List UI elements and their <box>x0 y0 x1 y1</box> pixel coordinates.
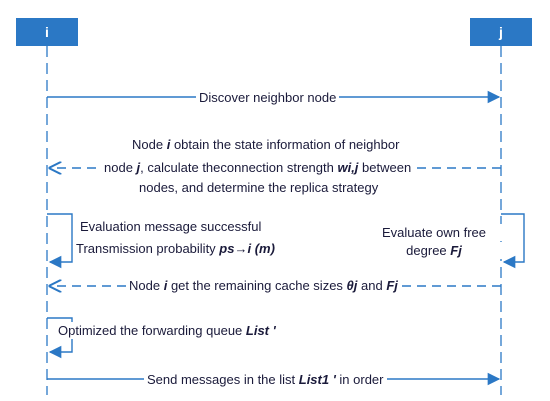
message-free-degree-line2-prefix: degree <box>406 243 451 258</box>
message-forwarding-queue-prefix: Optimized the forwarding queue <box>58 323 246 338</box>
message-state-line3: nodes, and determine the replica strateg… <box>137 179 381 196</box>
message-state-line1-prefix: Node <box>132 137 167 152</box>
message-remaining-cache-prefix: Node <box>129 278 164 293</box>
symbol-list1: List1 ' <box>298 372 336 387</box>
message-free-degree-line2: degree Fj <box>360 242 508 259</box>
variable-i-cache: i <box>163 278 168 293</box>
self-loop-free-degree-j <box>501 213 525 269</box>
symbol-free-degree: Fj <box>450 243 462 258</box>
variable-j: j <box>136 160 141 175</box>
message-state-line2-mid: , calculate theconnection strength <box>140 160 338 175</box>
message-state-line1-suffix: obtain the state information of neighbor <box>170 137 400 152</box>
message-discover-neighbor: Discover neighbor node <box>196 89 340 106</box>
message-state-line2: node j, calculate theconnection strength… <box>101 159 415 176</box>
node-i-label: i <box>45 24 49 40</box>
symbol-transmission-probability: ps→i (m) <box>219 241 275 256</box>
self-loop-evaluation-i <box>47 213 73 269</box>
message-evaluation-line1: Evaluation message successful <box>80 218 262 235</box>
symbol-list: List ' <box>245 323 276 338</box>
message-remaining-cache-mid: get the remaining cache sizes <box>167 278 347 293</box>
variable-i: i <box>166 137 171 152</box>
message-remaining-cache: Node i get the remaining cache sizes θj … <box>126 277 401 294</box>
message-state-line2-suffix: between <box>358 160 412 175</box>
message-send-messages-prefix: Send messages in the list <box>147 372 299 387</box>
message-state-line2-prefix: node <box>104 160 137 175</box>
message-evaluation-line2-prefix: Transmission probability <box>76 241 220 256</box>
symbol-connection-strength: wi,j <box>337 160 359 175</box>
node-i-box <box>16 18 78 46</box>
message-state-line1: Node i obtain the state information of n… <box>130 136 402 153</box>
symbol-free-degree-cache: Fj <box>386 278 398 293</box>
message-free-degree-line1: Evaluate own free <box>360 224 508 241</box>
message-forwarding-queue: Optimized the forwarding queue List ' <box>58 322 276 339</box>
message-send-messages-suffix: in order <box>335 372 384 387</box>
message-remaining-cache-and: and <box>357 278 387 293</box>
symbol-cache-size: θj <box>346 278 358 293</box>
node-j-label: j <box>499 24 503 40</box>
message-send-messages: Send messages in the list List1 ' in ord… <box>144 371 387 388</box>
node-j-box <box>470 18 532 46</box>
message-evaluation-line2: Transmission probability ps→i (m) <box>76 240 275 257</box>
